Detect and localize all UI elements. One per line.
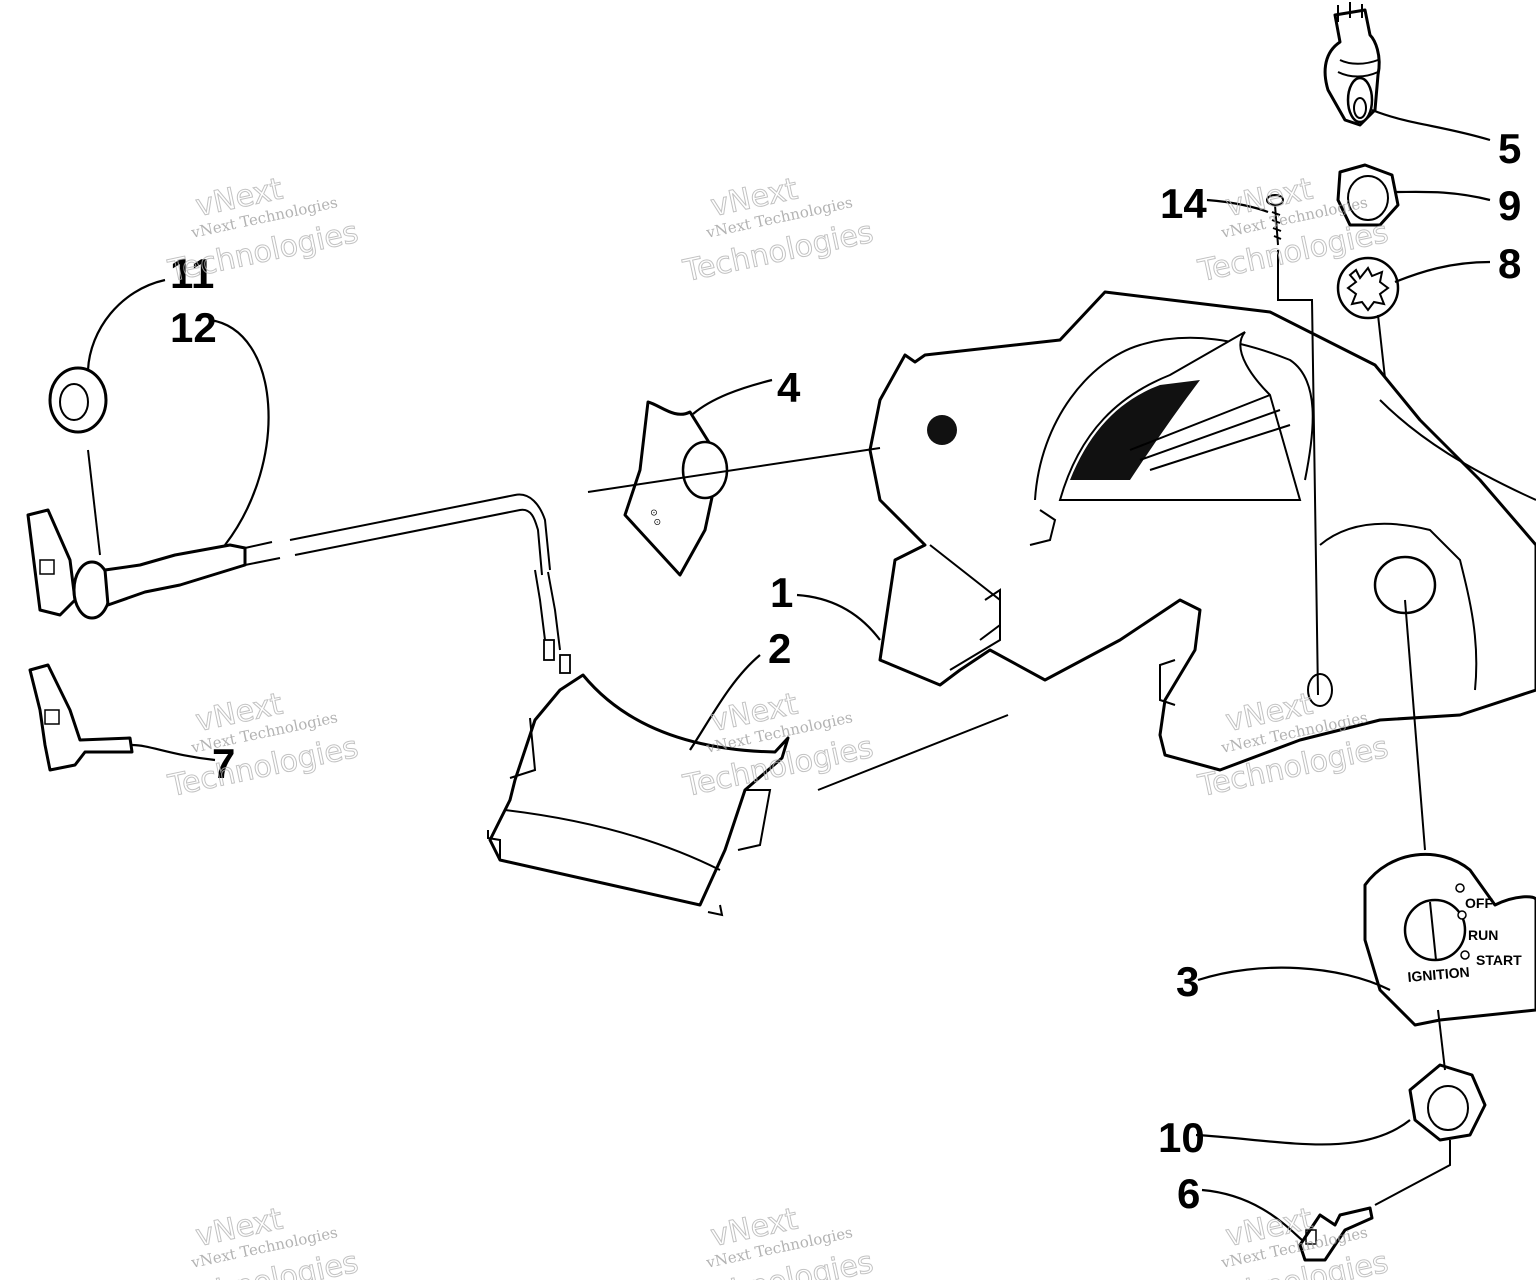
- watermark-9: vNext vNext Technologies Technologies: [1194, 1201, 1392, 1280]
- choke-knob-nut: [48, 366, 108, 434]
- callout-12: 12: [170, 304, 217, 351]
- callout-14: 14: [1160, 180, 1207, 227]
- screw-14: [1266, 194, 1284, 246]
- hex-nut-9: [1336, 163, 1400, 227]
- watermark-1: vNext vNext Technologies Technologies: [164, 171, 362, 290]
- dial-run-label: RUN: [1468, 927, 1498, 943]
- watermark-5: vNext vNext Technologies Technologies: [679, 686, 877, 805]
- callout-2: 2: [768, 625, 791, 672]
- dial-ignition-label: IGNITION: [1407, 964, 1470, 985]
- watermark-8: vNext vNext Technologies Technologies: [679, 1201, 877, 1280]
- assembly-lines: [87, 250, 1451, 1206]
- watermark-7: vNext vNext Technologies Technologies: [164, 1201, 362, 1280]
- choke-lever-7: [28, 663, 134, 772]
- callout-4: 4: [777, 364, 801, 411]
- switch-body: [1323, 2, 1381, 127]
- lock-washer-8: [1336, 256, 1400, 320]
- callout-8: 8: [1498, 240, 1521, 287]
- lower-cover: [487, 673, 790, 917]
- callout-5: 5: [1498, 125, 1521, 172]
- callout-9: 9: [1498, 182, 1521, 229]
- callout-1: 1: [770, 569, 793, 616]
- hex-nut-10: [1408, 1063, 1487, 1142]
- dial-off-label: OFF: [1465, 895, 1493, 911]
- callout-7: 7: [212, 740, 235, 787]
- choke-lever-assembly: [26, 493, 571, 674]
- watermark-4: vNext vNext Technologies Technologies: [164, 686, 362, 805]
- callout-10: 10: [1158, 1114, 1205, 1161]
- ignition-key: [1298, 1206, 1374, 1262]
- callout-3: 3: [1176, 958, 1199, 1005]
- watermark-2: vNext vNext Technologies Technologies: [679, 171, 877, 290]
- callout-labels: 1 2 3 4 5 6 7 8 9 10 11 12 14: [170, 125, 1521, 1217]
- callout-6: 6: [1177, 1170, 1200, 1217]
- gasket-plate: ⊙ ⊙: [623, 400, 729, 577]
- leader-lines: [86, 108, 1491, 1241]
- callout-11: 11: [170, 250, 214, 297]
- console-housing: [868, 290, 1536, 772]
- ignition-dial-plate: OFF RUN START IGNITION: [1363, 852, 1536, 1027]
- dial-start-label: START: [1476, 952, 1522, 968]
